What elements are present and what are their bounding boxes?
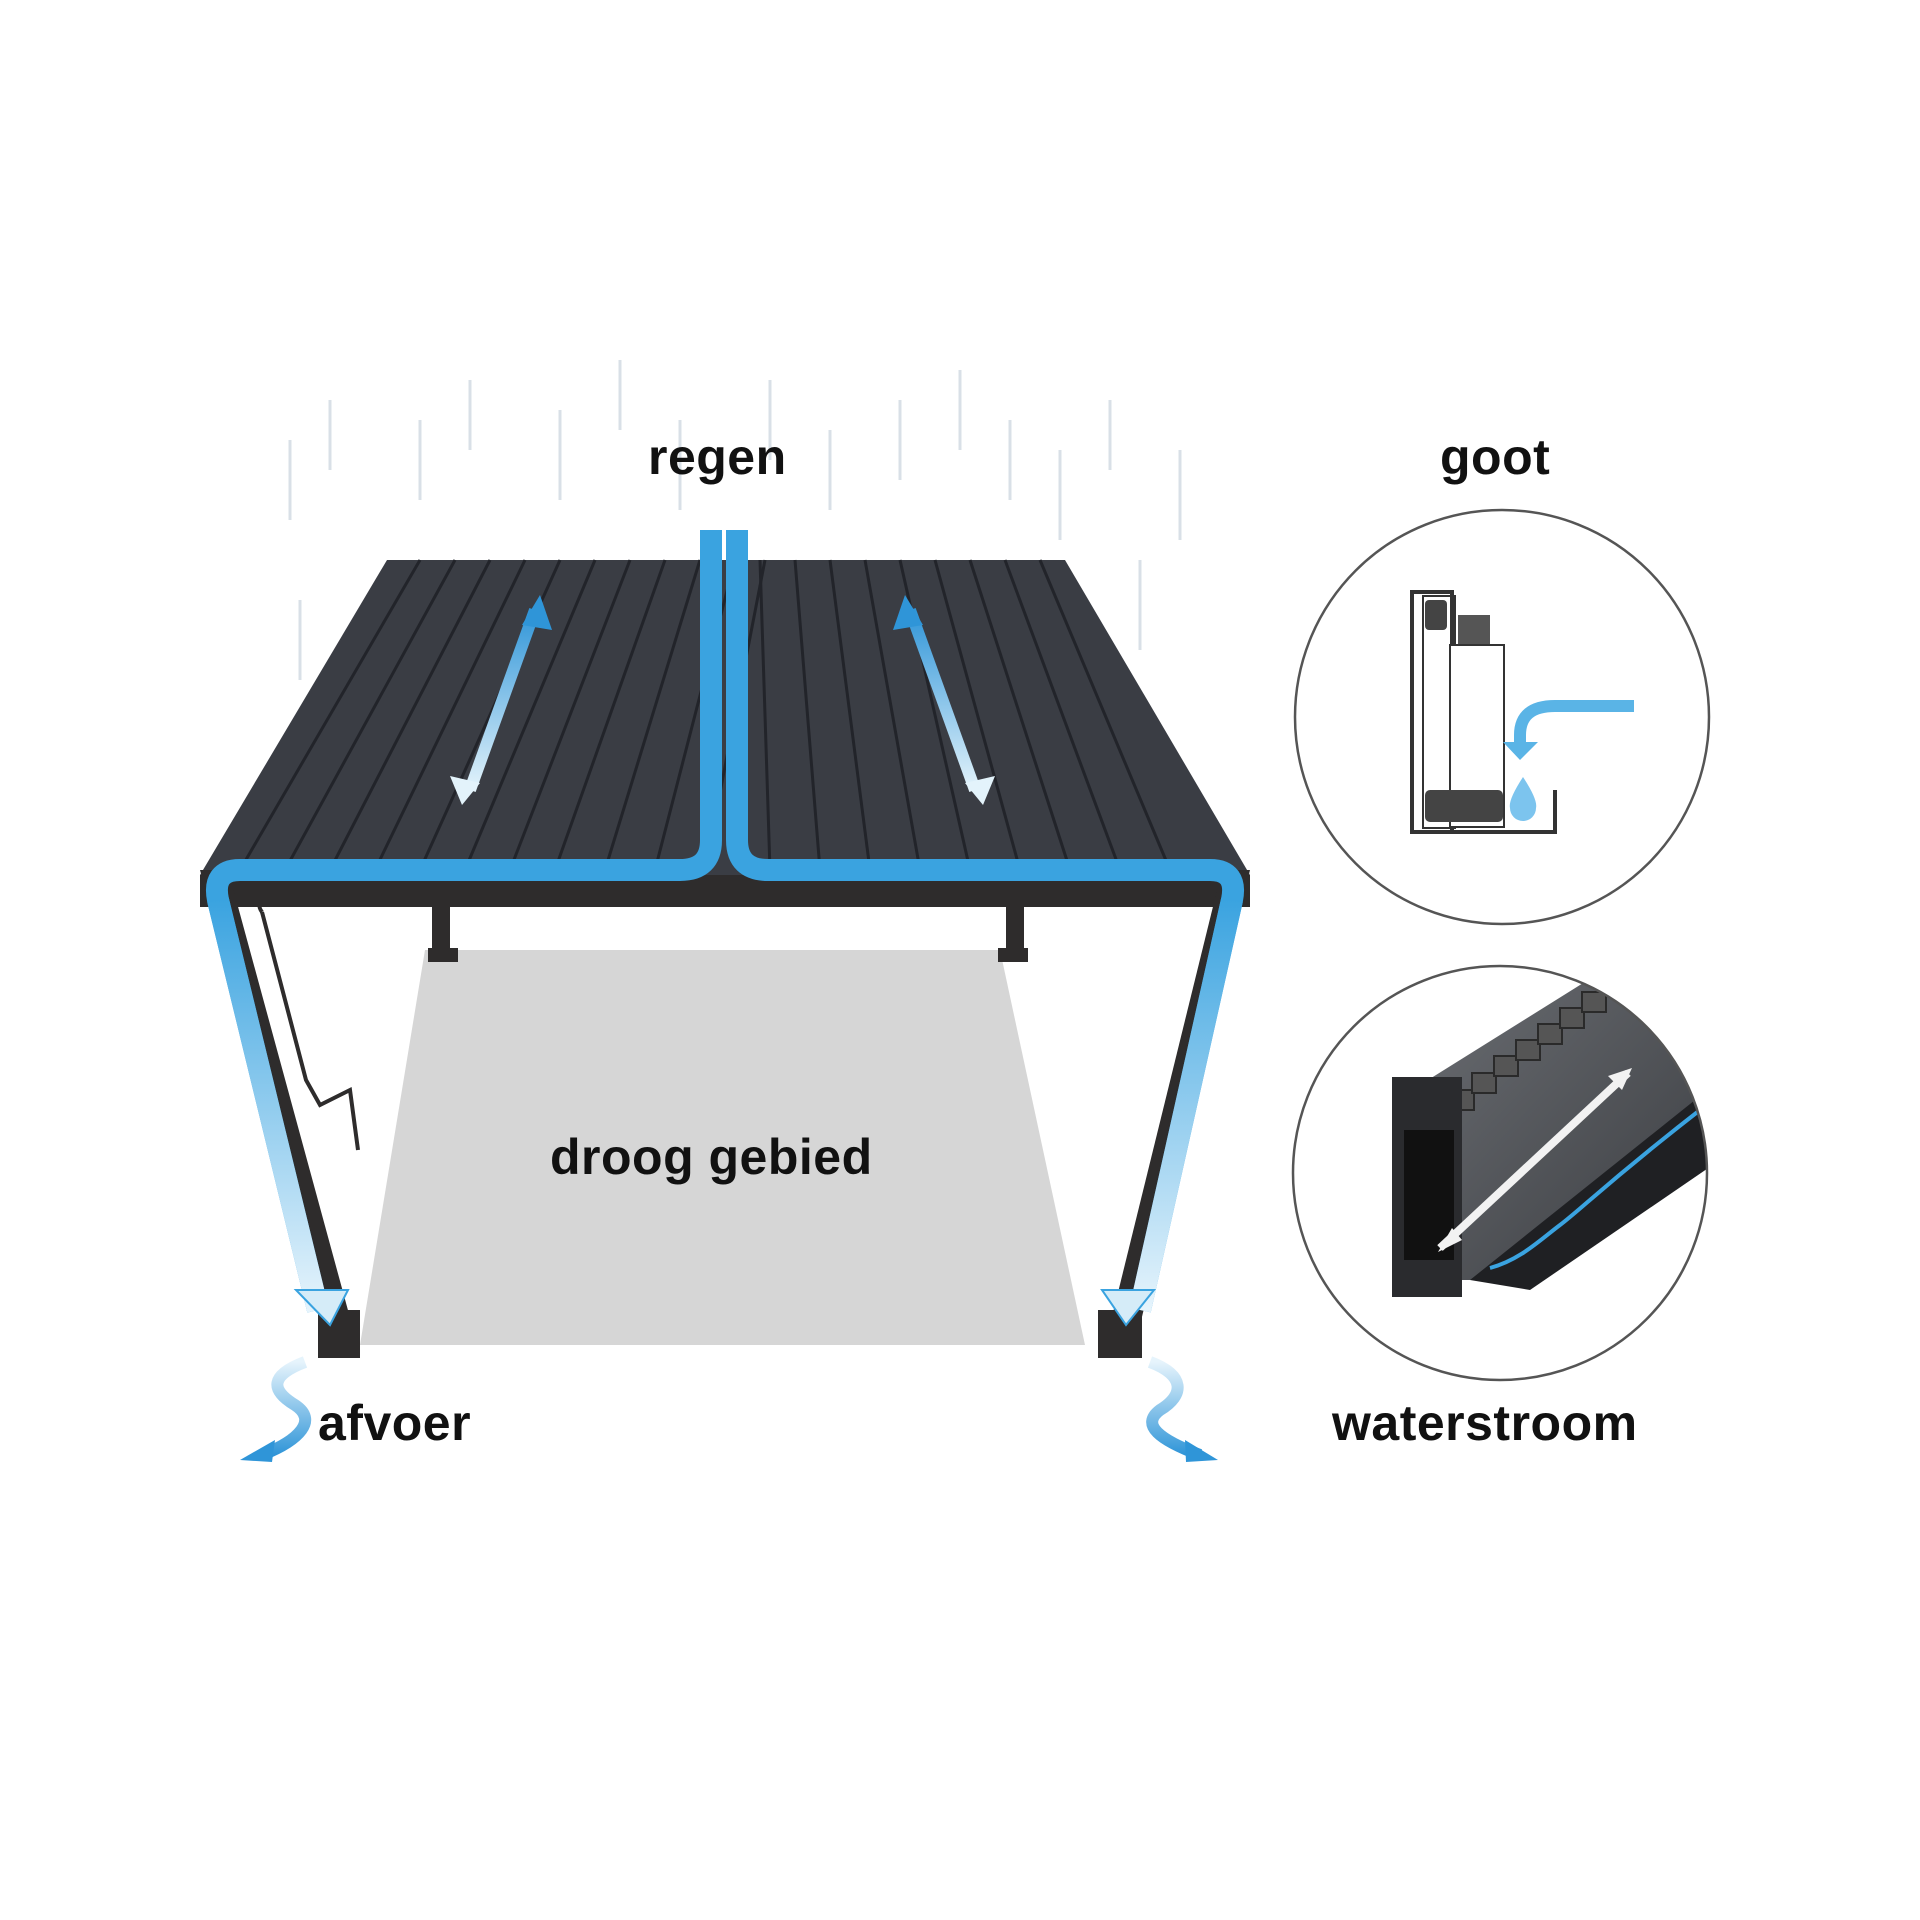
back-leg-left bbox=[432, 900, 450, 960]
label-drain: afvoer bbox=[318, 1395, 472, 1451]
gutter-detail-circle bbox=[1293, 508, 1711, 926]
label-dry-area: droog gebied bbox=[550, 1129, 873, 1185]
back-leg-right bbox=[1006, 900, 1024, 960]
water-flow-detail-circle bbox=[1291, 964, 1709, 1382]
curved-arrow-icon bbox=[1514, 700, 1634, 745]
dry-area-floor bbox=[360, 950, 1085, 1345]
drain-arrow-icon bbox=[1100, 1289, 1157, 1327]
double-arrow-icon bbox=[450, 595, 552, 805]
label-gutter: goot bbox=[1440, 429, 1551, 485]
drain-arrow-icon bbox=[293, 1289, 350, 1327]
water-flow-channel bbox=[206, 530, 1244, 1327]
crank-handle-icon bbox=[257, 898, 360, 1151]
louvered-roof bbox=[200, 560, 1250, 875]
drain-outflow-arrow-icon bbox=[259, 1356, 1203, 1461]
double-arrow-icon bbox=[893, 595, 995, 805]
roof-louvers bbox=[238, 559, 1172, 871]
label-water-flow: waterstroom bbox=[1332, 1395, 1638, 1451]
label-rain: regen bbox=[648, 429, 787, 485]
water-drop-icon bbox=[1509, 777, 1537, 821]
